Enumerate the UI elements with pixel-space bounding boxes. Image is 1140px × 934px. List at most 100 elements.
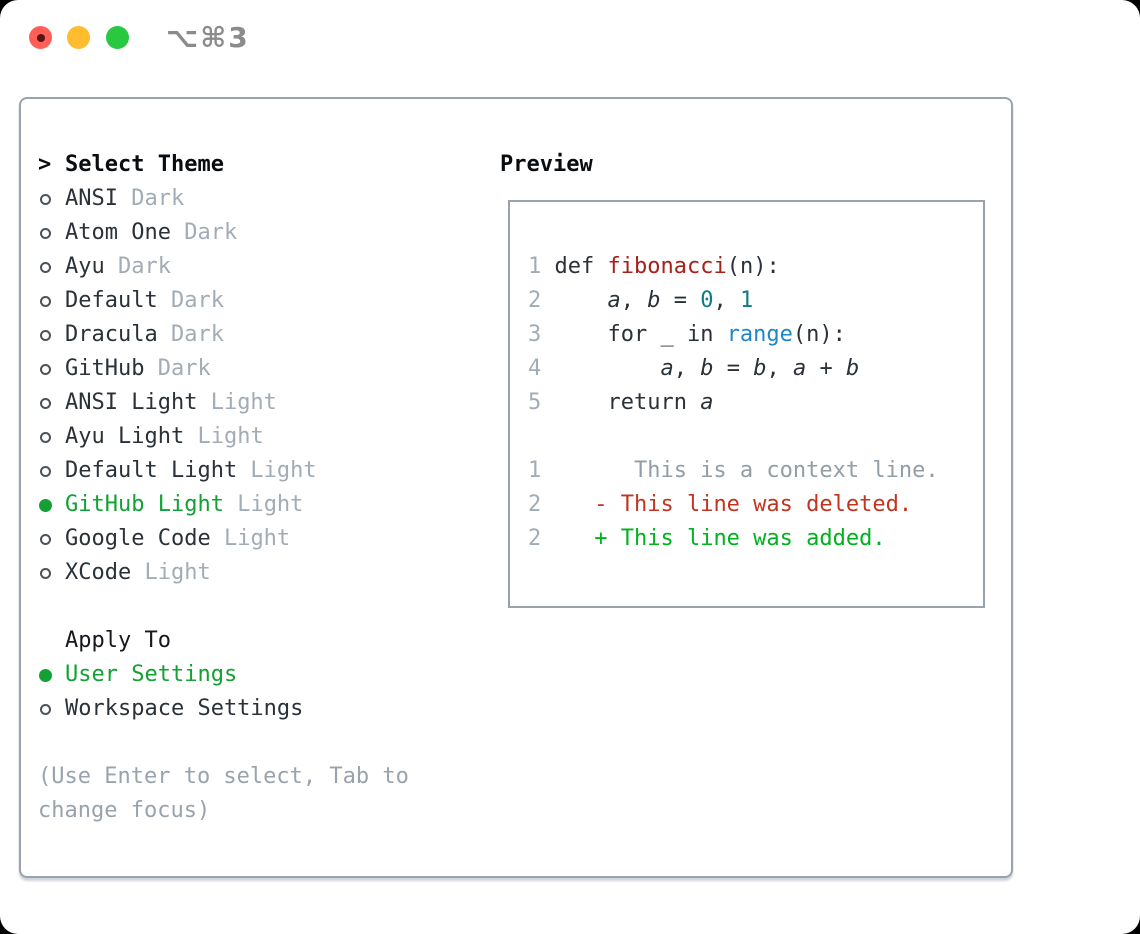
code-token <box>541 288 607 313</box>
code-token: range <box>726 322 793 347</box>
minimize-button[interactable] <box>67 26 90 49</box>
code-token: = <box>660 288 701 313</box>
theme-option-variant: Light <box>197 390 277 415</box>
theme-option-variant: Dark <box>157 322 224 347</box>
close-button[interactable] <box>29 26 52 49</box>
code-token: b <box>753 356 767 381</box>
theme-option-name: ANSI <box>65 186 118 211</box>
theme-option-variant: Dark <box>170 220 238 245</box>
window-hotkey-title: ⌥⌘3 <box>166 21 250 54</box>
code-token: , <box>620 288 648 313</box>
theme-option-variant: Dark <box>144 356 211 381</box>
code-token: b <box>845 356 860 381</box>
code-token: 0 <box>700 288 714 313</box>
code-token: b <box>700 356 714 381</box>
code-token: for _ in <box>541 322 727 347</box>
theme-option-name: Default Light <box>65 458 238 483</box>
radio-icon <box>40 193 51 205</box>
code-token: a <box>792 356 807 381</box>
code-line <box>528 420 983 454</box>
theme-list: ANSI Dark Atom One Dark Ayu Dark Default… <box>38 182 488 590</box>
select-theme-header-row: > Select Theme <box>38 148 488 182</box>
code-token: return <box>541 390 701 415</box>
code-line: 4 a, b = b, a + b <box>528 352 983 386</box>
theme-option-variant: Dark <box>117 186 185 211</box>
radio-icon <box>40 397 51 409</box>
theme-option-name: Dracula <box>65 322 158 347</box>
radio-icon <box>40 363 51 375</box>
theme-option[interactable]: Ayu Dark <box>38 250 488 284</box>
code-token: 1 <box>528 458 542 483</box>
theme-option[interactable]: Google Code Light <box>38 522 488 556</box>
titlebar: ⌥⌘3 <box>0 0 1140 72</box>
code-token: 3 <box>528 322 542 347</box>
theme-option-name: GitHub Light <box>65 492 224 517</box>
theme-option-variant: Light <box>237 458 317 483</box>
radio-icon <box>40 703 51 715</box>
theme-option[interactable]: Atom One Dark <box>38 216 488 250</box>
apply-to-title: Apply To <box>65 628 171 653</box>
zoom-button[interactable] <box>106 26 129 49</box>
theme-option[interactable]: Default Light Light <box>38 454 488 488</box>
code-token <box>541 492 594 517</box>
theme-option-name: Google Code <box>65 526 211 551</box>
radio-icon <box>40 533 51 545</box>
theme-option[interactable]: GitHub Light Light <box>38 488 488 522</box>
code-token: fibonacci <box>607 254 727 279</box>
keyboard-hint: (Use Enter to select, Tab to change focu… <box>38 764 409 823</box>
apply-to-header-row: Apply To <box>38 624 488 658</box>
select-theme-title: Select Theme <box>65 152 224 177</box>
code-token: , <box>713 288 740 313</box>
code-line: 2 a, b = 0, 1 <box>528 284 983 318</box>
code-token: a <box>607 288 621 313</box>
theme-option-name: ANSI Light <box>65 390 198 415</box>
theme-option[interactable]: ANSI Light Light <box>38 386 488 420</box>
code-token: This is a context line. <box>541 458 939 483</box>
theme-option[interactable]: GitHub Dark <box>38 352 488 386</box>
apply-to-option-label: Workspace Settings <box>65 696 304 721</box>
code-token: 2 <box>528 526 542 551</box>
apply-to-option[interactable]: Workspace Settings <box>38 692 488 726</box>
preview-title: Preview <box>500 152 593 177</box>
theme-option[interactable]: Ayu Light Light <box>38 420 488 454</box>
radio-icon <box>40 567 51 579</box>
code-token: 4 <box>528 356 542 381</box>
code-token: 2 <box>528 288 542 313</box>
theme-option-variant: Dark <box>104 254 171 279</box>
apply-to-option-label: User Settings <box>65 662 238 687</box>
code-line: 2 + This line was added. <box>528 522 983 556</box>
radio-icon <box>40 261 51 273</box>
close-dot-icon <box>36 33 45 42</box>
code-token: (n): <box>792 322 846 347</box>
code-line: 5 return a <box>528 386 983 420</box>
apply-to-option[interactable]: User Settings <box>38 658 488 692</box>
theme-picker-panel: > Select Theme ANSI Dark Atom One Dark A… <box>19 97 1013 878</box>
code-token: , <box>766 356 793 381</box>
code-token: 5 <box>528 390 542 415</box>
radio-icon <box>40 329 51 341</box>
theme-option[interactable]: XCode Light <box>38 556 488 590</box>
theme-option-variant: Light <box>131 560 211 585</box>
code-token: a <box>700 390 714 415</box>
code-line: 3 for _ in range(n): <box>528 318 983 352</box>
radio-icon <box>39 498 52 512</box>
theme-list-column: > Select Theme ANSI Dark Atom One Dark A… <box>38 148 488 828</box>
prompt-icon: > <box>38 152 52 177</box>
theme-option-name: Atom One <box>65 220 171 245</box>
radio-icon <box>40 431 51 443</box>
code-token: 1 <box>528 254 542 279</box>
theme-option[interactable]: Default Dark <box>38 284 488 318</box>
theme-option-name: XCode <box>65 560 132 585</box>
code-token <box>541 356 660 381</box>
code-token: def <box>541 254 608 279</box>
theme-option[interactable]: ANSI Dark <box>38 182 488 216</box>
apply-to-list: User Settings Workspace Settings <box>38 658 488 726</box>
radio-icon <box>39 668 52 682</box>
code-line: 1 def fibonacci(n): <box>528 250 983 284</box>
theme-option-name: Default <box>65 288 158 313</box>
theme-option[interactable]: Dracula Dark <box>38 318 488 352</box>
code-token: a <box>660 356 674 381</box>
code-token: , <box>673 356 701 381</box>
